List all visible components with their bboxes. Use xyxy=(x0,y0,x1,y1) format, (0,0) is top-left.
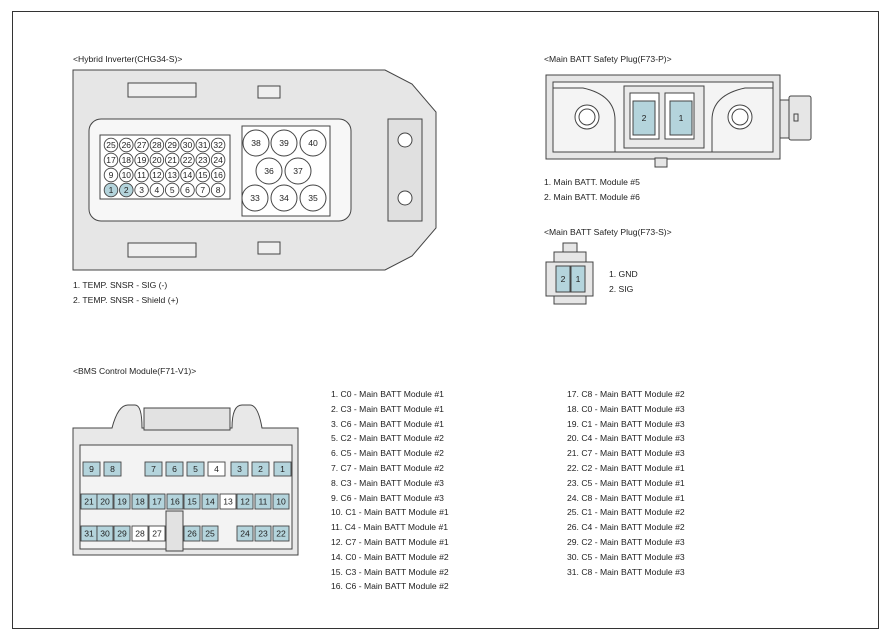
bms-title: <BMS Control Module(F71-V1)> xyxy=(73,366,197,376)
plug-s-note-2: 2. SIG xyxy=(609,284,634,294)
bms-pin-desc-left-1: 2. C3 - Main BATT Module #1 xyxy=(331,403,444,414)
safety-plug-p-title: <Main BATT Safety Plug(F73-P)> xyxy=(544,54,672,64)
bms-pin-desc-left-4: 6. C5 - Main BATT Module #2 xyxy=(331,448,444,459)
bms-pin-desc-left-3: 5. C2 - Main BATT Module #2 xyxy=(331,433,444,444)
bms-pin-desc-left-8: 10. C1 - Main BATT Module #1 xyxy=(331,507,449,518)
inverter-note-1: 1. TEMP. SNSR - SIG (-) xyxy=(73,280,168,290)
bms-pin-desc-left-0: 1. C0 - Main BATT Module #1 xyxy=(331,389,444,399)
plug-p-note-2: 2. Main BATT. Module #6 xyxy=(544,192,640,202)
bms-pin-desc-left-7: 9. C6 - Main BATT Module #3 xyxy=(331,492,444,503)
bms-pin-desc-right-5: 22. C2 - Main BATT Module #1 xyxy=(567,463,685,473)
bms-pin-desc-right-9: 26. C4 - Main BATT Module #2 xyxy=(567,522,685,533)
bms-pin-desc-left-5: 7. C7 - Main BATT Module #2 xyxy=(331,463,444,473)
bms-pin-desc-left-13: 16. C6 - Main BATT Module #2 xyxy=(331,581,449,592)
plug-p-note-1: 1. Main BATT. Module #5 xyxy=(544,177,640,187)
bms-pin-desc-right-10: 29. C2 - Main BATT Module #3 xyxy=(567,537,685,547)
hybrid-inverter-title: <Hybrid Inverter(CHG34-S)> xyxy=(73,54,183,64)
bms-pin-desc-right-1: 18. C0 - Main BATT Module #3 xyxy=(567,403,685,414)
bms-pin-desc-right-2: 19. C1 - Main BATT Module #3 xyxy=(567,418,685,429)
diagram-frame xyxy=(12,11,879,629)
plug-s-note-1: 1. GND xyxy=(609,269,638,279)
bms-pin-desc-right-6: 23. C5 - Main BATT Module #1 xyxy=(567,477,685,488)
bms-pin-desc-right-0: 17. C8 - Main BATT Module #2 xyxy=(567,389,685,399)
bms-pin-desc-right-12: 31. C8 - Main BATT Module #3 xyxy=(567,566,685,577)
bms-pin-desc-left-9: 11. C4 - Main BATT Module #1 xyxy=(331,522,449,533)
bms-pin-desc-right-8: 25. C1 - Main BATT Module #2 xyxy=(567,507,685,518)
bms-pin-desc-left-10: 12. C7 - Main BATT Module #1 xyxy=(331,537,449,547)
bms-pin-desc-right-11: 30. C5 - Main BATT Module #3 xyxy=(567,551,685,562)
bms-pin-desc-left-12: 15. C3 - Main BATT Module #2 xyxy=(331,566,449,577)
bms-pin-desc-left-6: 8. C3 - Main BATT Module #3 xyxy=(331,477,444,488)
bms-pin-desc-right-4: 21. C7 - Main BATT Module #3 xyxy=(567,448,685,459)
bms-pin-desc-left-11: 14. C0 - Main BATT Module #2 xyxy=(331,551,449,562)
bms-pin-desc-left-2: 3. C6 - Main BATT Module #1 xyxy=(331,418,444,429)
bms-pin-desc-right-3: 20. C4 - Main BATT Module #3 xyxy=(567,433,685,444)
bms-pin-desc-right-7: 24. C8 - Main BATT Module #1 xyxy=(567,492,685,503)
safety-plug-s-title: <Main BATT Safety Plug(F73-S)> xyxy=(544,227,672,237)
inverter-note-2: 2. TEMP. SNSR - Shield (+) xyxy=(73,295,179,305)
